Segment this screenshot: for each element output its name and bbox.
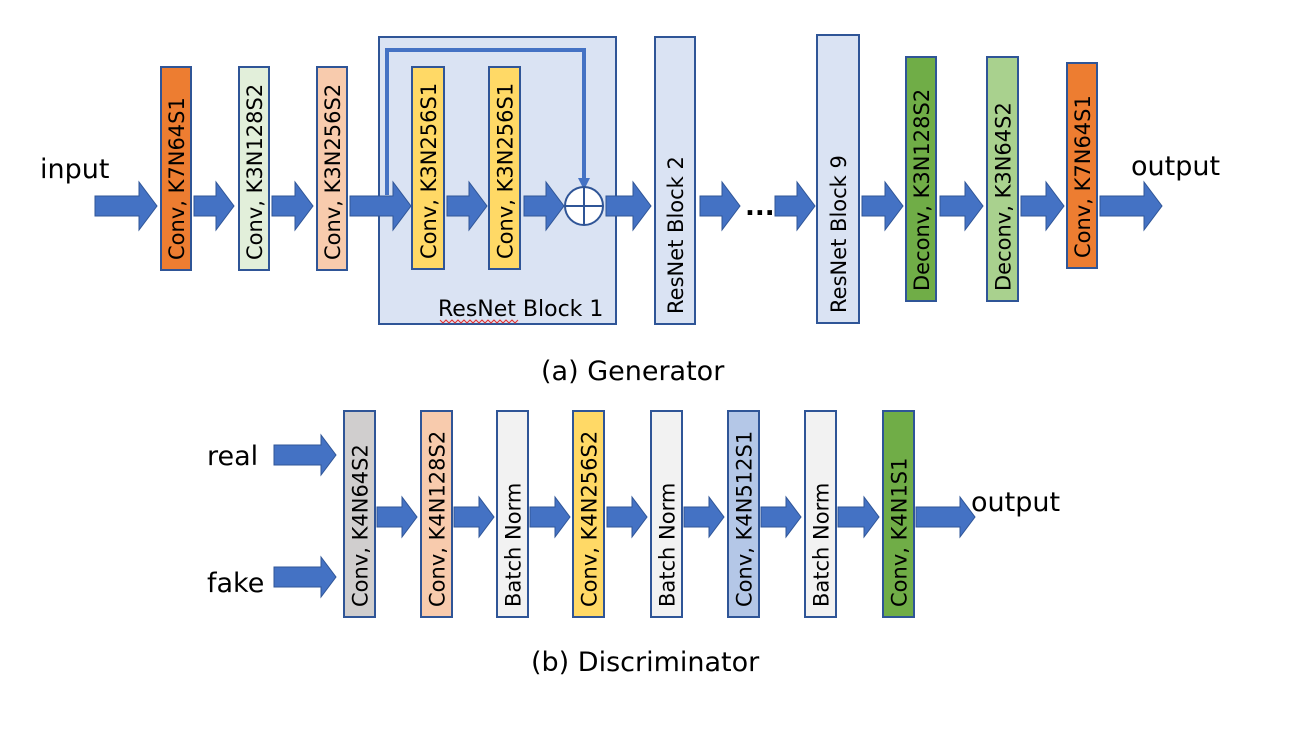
rb1-conv1-label: Conv, K3N256S1 <box>417 83 441 259</box>
d-conv4-label: Conv, K4N512S1 <box>733 431 757 607</box>
d-bn2-label: Batch Norm <box>656 483 680 607</box>
d-bn1-rect <box>496 410 529 618</box>
d-conv1-label: Conv, K4N64S2 <box>349 444 373 607</box>
d-conv5-box: Conv, K4N1S1 <box>882 410 915 618</box>
d-conv1-box: Conv, K4N64S2 <box>343 410 376 618</box>
discriminator-flow-arrow-7 <box>837 495 880 539</box>
g-deconv2-rect <box>986 56 1019 302</box>
d-conv2-label: Conv, K4N128S2 <box>426 431 450 607</box>
generator-flow-arrow-12 <box>1020 180 1065 232</box>
resblock1-spellcheck-underline <box>439 319 519 324</box>
discriminator-flow-arrow-1 <box>376 495 418 539</box>
d-bn3-box: Batch Norm <box>804 410 837 618</box>
d-conv5-rect <box>882 410 915 618</box>
g-deconv1-box: Deconv, K3N128S2 <box>905 56 937 302</box>
generator-input-label: input <box>40 154 109 185</box>
generator-section: ResNet Block 1 Conv, K7N64S1 Conv, K3N128… <box>40 34 1220 387</box>
skip-connection-line <box>385 48 586 195</box>
g-deconv1-rect <box>905 56 937 302</box>
d-bn1-label: Batch Norm <box>502 483 526 607</box>
generator-flow-arrow-6 <box>523 180 565 232</box>
d-conv4-box: Conv, K4N512S1 <box>727 410 760 618</box>
g-deconv2-label: Deconv, K3N64S2 <box>992 102 1016 291</box>
discriminator-flow-arrow-4 <box>606 495 648 539</box>
d-conv3-label: Conv, K4N256S2 <box>578 431 602 607</box>
generator-flow-arrow-2 <box>193 180 235 232</box>
g-conv1-label: Conv, K7N64S1 <box>165 97 189 260</box>
g-resblock9-rect <box>816 34 860 324</box>
generator-flow-arrow-4 <box>349 180 412 232</box>
d-bn1-box: Batch Norm <box>496 410 529 618</box>
g-conv3-box: Conv, K3N256S2 <box>316 66 348 271</box>
g-resblock9-box: ResNet Block 9 <box>816 34 860 324</box>
d-conv2-box: Conv, K4N128S2 <box>420 410 453 618</box>
d-conv5-label: Conv, K4N1S1 <box>888 458 912 608</box>
resblock1-label: ResNet Block 1 <box>438 297 603 322</box>
g-conv-out-rect <box>1066 62 1098 269</box>
g-conv2-label: Conv, K3N128S2 <box>243 84 267 260</box>
discriminator-caption: (b) Discriminator <box>531 647 760 678</box>
d-conv4-rect <box>727 410 760 618</box>
discriminator-flow-arrow-3 <box>529 495 571 539</box>
rb1-conv2-label: Conv, K3N256S1 <box>494 83 518 259</box>
generator-flow-arrow-1 <box>94 180 158 232</box>
generator-flow-arrow-11 <box>939 180 984 232</box>
g-deconv1-label: Deconv, K3N128S2 <box>910 89 934 291</box>
skip-connection-arrowhead <box>578 178 590 190</box>
generator-flow-arrow-13 <box>1099 180 1163 232</box>
rb1-conv2-rect <box>488 66 521 270</box>
g-conv3-rect <box>316 66 348 271</box>
g-conv1-box: Conv, K7N64S1 <box>160 66 192 271</box>
d-conv1-rect <box>343 410 376 618</box>
discriminator-flow-arrow-8 <box>915 495 976 539</box>
rb1-conv1-rect <box>411 66 445 270</box>
d-bn2-rect <box>650 410 683 618</box>
d-conv3-box: Conv, K4N256S2 <box>572 410 605 618</box>
g-conv-out-box: Conv, K7N64S1 <box>1066 62 1098 269</box>
discriminator-fake-arrow <box>273 555 337 599</box>
discriminator-real-arrow <box>273 433 337 477</box>
generator-flow-arrow-8 <box>699 180 741 232</box>
generator-caption: (a) Generator <box>541 356 725 387</box>
discriminator-input-real: real <box>207 441 258 472</box>
d-bn3-rect <box>804 410 837 618</box>
generator-ellipsis: ... <box>745 192 775 222</box>
rb1-conv1-box: Conv, K3N256S1 <box>411 66 445 270</box>
generator-flow-arrow-10 <box>861 180 904 232</box>
discriminator-flow-arrow-6 <box>760 495 802 539</box>
discriminator-flow-arrow-5 <box>683 495 725 539</box>
generator-output-label: output <box>1131 151 1220 182</box>
discriminator-section: Conv, K4N64S2 Conv, K4N128S2 Batch Norm Con… <box>207 410 1060 678</box>
generator-flow-arrow-9 <box>774 180 816 232</box>
g-conv2-box: Conv, K3N128S2 <box>238 66 270 271</box>
d-bn3-label: Batch Norm <box>810 483 834 607</box>
g-resblock2-rect <box>654 36 696 325</box>
g-resblock2-box: ResNet Block 2 <box>654 36 696 325</box>
d-bn2-box: Batch Norm <box>650 410 683 618</box>
g-conv-out-label: Conv, K7N64S1 <box>1071 95 1095 258</box>
g-conv2-rect <box>238 66 270 271</box>
g-resblock9-label: ResNet Block 9 <box>827 155 851 313</box>
generator-flow-arrow-3 <box>271 180 314 232</box>
g-deconv2-box: Deconv, K3N64S2 <box>986 56 1019 302</box>
discriminator-flow-arrow-2 <box>453 495 495 539</box>
g-conv3-label: Conv, K3N256S2 <box>321 84 345 260</box>
d-conv2-rect <box>420 410 453 618</box>
discriminator-input-fake: fake <box>207 568 264 599</box>
rb1-conv2-box: Conv, K3N256S1 <box>488 66 521 270</box>
d-conv3-rect <box>572 410 605 618</box>
generator-flow-arrow-5 <box>446 180 488 232</box>
discriminator-output-label: output <box>971 487 1060 518</box>
generator-flow-arrow-7 <box>605 180 652 232</box>
g-resblock2-label: ResNet Block 2 <box>664 156 688 314</box>
sum-node-icon <box>564 186 604 226</box>
g-conv1-rect <box>160 66 192 271</box>
